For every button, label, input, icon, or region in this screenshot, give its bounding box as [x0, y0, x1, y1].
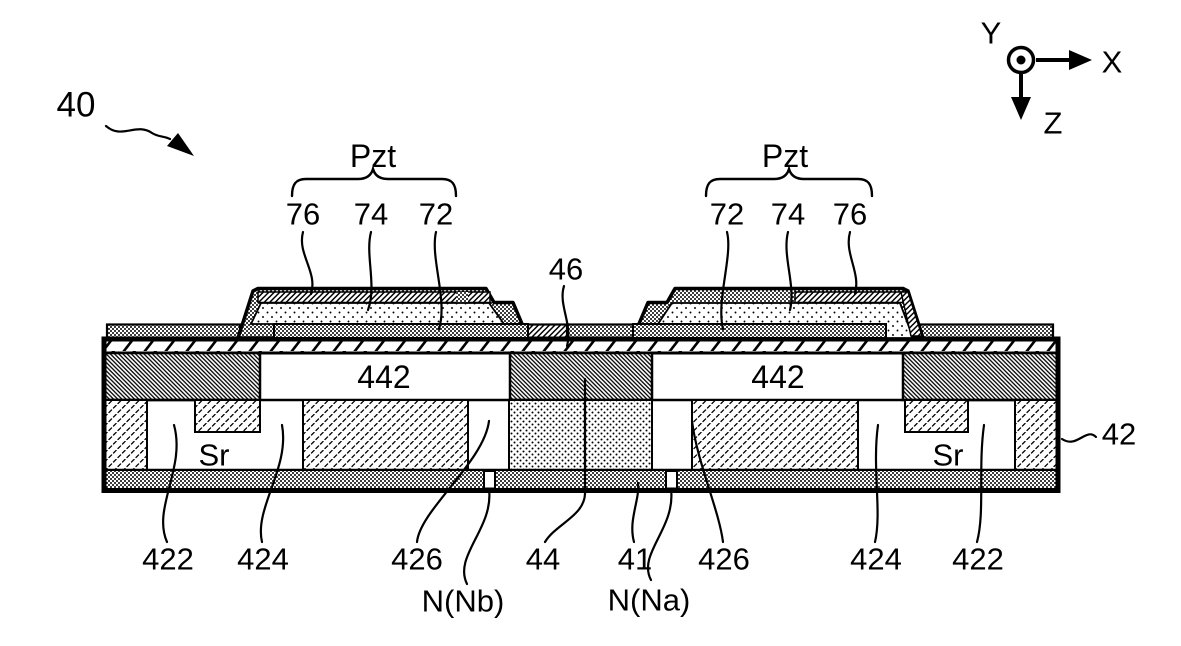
block-422-left	[103, 399, 148, 471]
mesa-right-top-electrode-slope	[900, 291, 924, 337]
label-72-right: 72	[710, 197, 744, 232]
leader-76-left	[300, 230, 314, 296]
mesa-left-top-electrode-76	[257, 291, 491, 304]
leader-44	[543, 377, 587, 544]
crosshatch-block-right	[901, 351, 1060, 402]
label-426-left: 426	[391, 542, 443, 577]
mesa-right-top-electrode-76	[794, 291, 904, 304]
leader-422-right	[975, 423, 986, 544]
leader-72-right	[720, 230, 730, 331]
callout-pzt-left: Pzt 76 74 72	[286, 138, 458, 331]
axis-indicator: Y X Z	[981, 16, 1123, 141]
leader-426-right	[690, 419, 725, 544]
leader-74-right	[785, 230, 793, 312]
bottom-callouts: 422 424 426 44 41 426 424 422 N(Nb) N(Na…	[142, 377, 1004, 619]
device-outline	[101, 336, 1061, 493]
leader-422-left	[162, 423, 178, 544]
block-426-right	[691, 399, 859, 471]
leader-46	[561, 284, 570, 348]
pzt-right-brace	[704, 164, 874, 198]
layer-41-substrate	[103, 469, 1059, 490]
mesa-left-shell-notch	[456, 292, 468, 303]
device-body	[101, 323, 1061, 493]
label-n-nb: N(Nb)	[422, 584, 505, 619]
pzt-left-brace	[290, 164, 458, 198]
leader-424-right	[873, 423, 880, 544]
axis-z-label: Z	[1044, 106, 1063, 141]
label-424-left: 424	[237, 542, 289, 577]
slot-nb	[483, 470, 496, 490]
leader-76-right	[847, 230, 858, 296]
label-76-right: 76	[833, 197, 867, 232]
mesa-right-lower-electrode-72	[632, 323, 887, 339]
leader-424-left	[259, 423, 285, 544]
leader-42	[1060, 433, 1098, 443]
axis-z-arrowhead-icon	[1011, 97, 1031, 120]
block-44-center	[508, 399, 653, 471]
label-72-left: 72	[419, 197, 453, 232]
pzt-right-label: Pzt	[762, 138, 808, 174]
label-46: 46	[549, 252, 583, 287]
leader-426-left	[415, 419, 491, 544]
piezo-stack-right	[631, 286, 925, 340]
figure-ref-label: 40	[57, 86, 96, 125]
mesa-left-lower-electrode-72	[273, 323, 529, 339]
leader-74-left	[366, 230, 373, 312]
label-sr-left: Sr	[199, 438, 230, 473]
axis-x-arrowhead-icon	[1069, 50, 1092, 70]
label-74-left: 74	[354, 197, 388, 232]
layer-46-elastic-film	[102, 338, 1060, 355]
label-442-right: 442	[751, 359, 804, 395]
slot-na	[665, 470, 678, 490]
hanging-block-right	[904, 399, 969, 433]
leader-n-na	[646, 487, 673, 582]
block-426-left	[302, 399, 469, 471]
label-42: 42	[1102, 417, 1136, 452]
label-n-na: N(Na)	[608, 583, 691, 618]
crosshatch-block-center	[508, 351, 654, 402]
axis-y-label: Y	[981, 16, 1002, 51]
label-442-left: 442	[357, 359, 410, 395]
label-74-right: 74	[771, 197, 805, 232]
label-sr-right: Sr	[933, 438, 964, 473]
callout-pzt-right: Pzt 72 74 76	[704, 138, 874, 331]
axis-x-label: X	[1102, 45, 1123, 80]
label-422-right: 422	[952, 542, 1004, 577]
hanging-block-left	[194, 399, 261, 433]
leader-72-left	[433, 230, 443, 331]
label-426-right: 426	[698, 542, 750, 577]
mesa-left-piezo-74	[249, 302, 506, 325]
figure-ref-arrowhead-icon	[167, 133, 194, 156]
label-44: 44	[526, 542, 560, 577]
axis-origin-dot-icon	[1016, 55, 1026, 65]
crosshatch-block-left	[102, 351, 262, 402]
label-76-left: 76	[286, 197, 320, 232]
piezo-stack-left	[236, 286, 530, 340]
label-422-left: 422	[142, 542, 194, 577]
leader-n-nb	[463, 487, 491, 586]
leader-41	[631, 481, 640, 544]
label-424-right: 424	[850, 542, 902, 577]
label-41: 41	[618, 542, 652, 577]
figure-ref-squiggle	[104, 124, 172, 141]
block-422-right	[1014, 399, 1059, 471]
